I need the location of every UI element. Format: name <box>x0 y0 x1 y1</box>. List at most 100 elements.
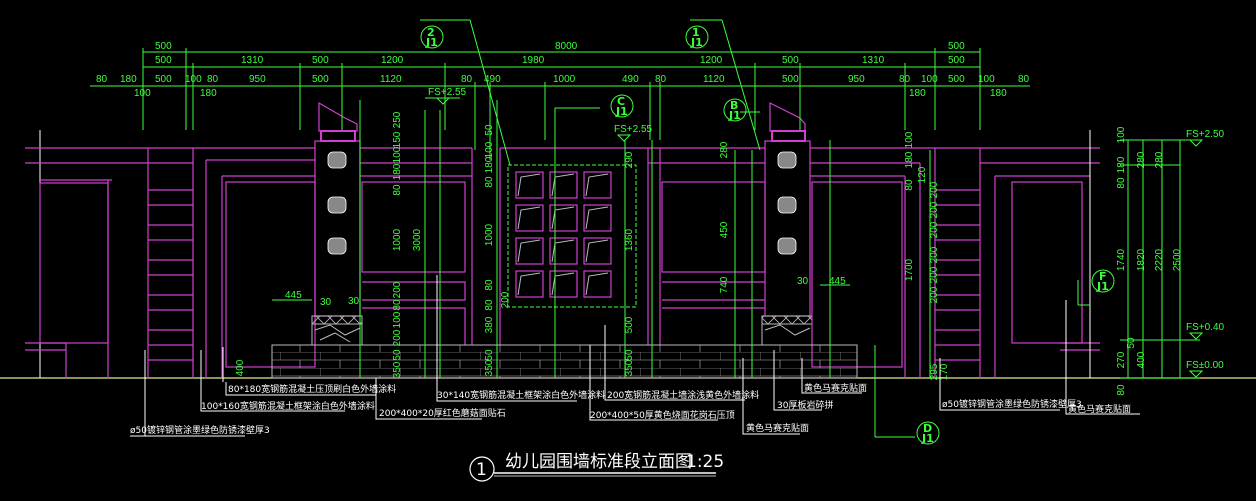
vertical-dimension: 80 <box>392 184 403 196</box>
note-9: 30厚板岩碎拼 <box>777 399 833 411</box>
svg-text:J1: J1 <box>615 105 628 118</box>
window-pane <box>583 171 612 199</box>
svg-text:100: 100 <box>134 88 151 99</box>
left-inner-panel <box>360 147 501 345</box>
vertical-dimension: 450 <box>719 221 730 238</box>
svg-text:500: 500 <box>312 74 329 85</box>
vertical-dimension: 180 <box>392 163 403 180</box>
note-4: 200*400*20厚红色蘑菇面贴石 <box>379 407 506 419</box>
vertical-dimension: 200 <box>500 291 511 308</box>
vertical-dimension: 170 <box>939 363 950 380</box>
svg-text:80: 80 <box>899 74 911 85</box>
svg-text:1980: 1980 <box>522 55 545 66</box>
vertical-dimension: 290 <box>624 151 635 168</box>
svg-text:80: 80 <box>655 74 667 85</box>
svg-text:30: 30 <box>797 276 809 287</box>
svg-text:1000: 1000 <box>553 74 576 85</box>
svg-text:500: 500 <box>155 41 172 52</box>
vertical-dimension: 500 <box>624 316 635 333</box>
svg-text:FS+0.40: FS+0.40 <box>1186 322 1225 333</box>
svg-text:J1: J1 <box>921 432 934 445</box>
vertical-dimension: 350 <box>484 359 495 376</box>
svg-text:80: 80 <box>96 74 108 85</box>
section-callout-2: 2J1 <box>420 25 444 49</box>
vertical-dimension: 350 <box>392 361 403 378</box>
right-frame-panel <box>810 130 1100 378</box>
vertical-dimension: 280 <box>719 141 730 158</box>
vertical-dimension: 200 <box>929 246 940 263</box>
svg-text:J1: J1 <box>690 36 703 49</box>
svg-text:490: 490 <box>622 74 639 85</box>
vertical-dimension: 2500 <box>1172 248 1183 271</box>
vertical-dimension: 200 <box>929 201 940 218</box>
vertical-dimension: 180 <box>1116 156 1127 173</box>
vertical-dimension: 250 <box>392 111 403 128</box>
vertical-dimension: 280 <box>1136 151 1147 168</box>
svg-text:100: 100 <box>921 74 938 85</box>
center-window-panel <box>500 147 765 345</box>
vertical-dimension: 180 <box>484 156 495 173</box>
vertical-dimension: 50 <box>1126 337 1137 349</box>
svg-text:180: 180 <box>909 88 926 99</box>
vertical-dimension: 1360 <box>624 228 635 251</box>
vertical-dimension: 80 <box>904 179 915 191</box>
svg-text:445: 445 <box>285 290 302 301</box>
svg-text:C: C <box>617 95 625 108</box>
vertical-dimension: 200 <box>392 329 403 346</box>
vertical-dimension: 1000 <box>484 223 495 246</box>
svg-text:100: 100 <box>978 74 995 85</box>
svg-text:B: B <box>730 99 738 112</box>
svg-text:500: 500 <box>948 41 965 52</box>
vertical-dimension: 80 <box>1116 177 1127 189</box>
left-pillar <box>311 101 363 346</box>
svg-text:F: F <box>1099 270 1107 283</box>
level-marks: FS+2.55 FS+2.55 FS+2.50 FS+0.40 FS±0.00 <box>425 87 1225 378</box>
vertical-dimension: 50 <box>624 349 635 361</box>
svg-text:1: 1 <box>692 26 700 39</box>
vertical-dimension: 380 <box>484 316 495 333</box>
svg-text:1310: 1310 <box>241 55 264 66</box>
svg-text:950: 950 <box>848 74 865 85</box>
svg-text:FS+2.50: FS+2.50 <box>1186 129 1225 140</box>
svg-text:FS±0.00: FS±0.00 <box>1186 360 1224 371</box>
section-callout-b: BJ1 <box>723 98 747 122</box>
vertical-dimension: 350 <box>624 359 635 376</box>
svg-text:950: 950 <box>249 74 266 85</box>
svg-text:80: 80 <box>207 74 219 85</box>
vertical-dimension: 200 <box>929 266 940 283</box>
note-3: ø50镀锌钢管涂墨绿色防锈漆壁厚3 <box>130 424 270 436</box>
section-callout-c: CJ1 <box>610 94 634 118</box>
svg-text:500: 500 <box>948 74 965 85</box>
vertical-dimension: 50 <box>392 349 403 361</box>
svg-text:30: 30 <box>348 296 360 307</box>
svg-text:1120: 1120 <box>380 74 402 85</box>
vertical-dimension: 1820 <box>1136 248 1147 271</box>
svg-text:J1: J1 <box>728 109 741 122</box>
right-inner-panel <box>661 181 766 309</box>
window-pane <box>583 237 612 265</box>
svg-text:445: 445 <box>829 276 846 287</box>
svg-text:180: 180 <box>200 88 217 99</box>
vertical-dimension: 180 <box>904 151 915 168</box>
svg-text:500: 500 <box>782 55 799 66</box>
note-6: 200宽钢筋混凝土墙涂浅黄色外墙涂料 <box>607 389 759 401</box>
svg-text:8000: 8000 <box>555 41 578 52</box>
svg-text:2: 2 <box>427 26 435 39</box>
window-pane <box>583 204 612 232</box>
vertical-dimension: 200 <box>929 221 940 238</box>
vertical-dimension: 200 <box>392 281 403 298</box>
window-pane <box>583 270 612 298</box>
left-frame-panel <box>193 147 316 378</box>
vertical-dimension: 80 <box>484 299 495 311</box>
vertical-dimension: 1740 <box>1116 248 1127 271</box>
vertical-dimension: 1000 <box>392 228 403 251</box>
vertical-dimension: 400 <box>235 359 246 376</box>
vertical-dimension: 50 <box>484 349 495 361</box>
material-notes: 80*180宽钢筋混凝土压顶刷白色外墙涂料 100*160宽钢筋混凝土框架涂白色… <box>130 382 1131 436</box>
title-text: 幼儿园围墙标准段立面图 <box>505 452 692 472</box>
vertical-dimension: 280 <box>1154 151 1165 168</box>
svg-text:180: 180 <box>990 88 1007 99</box>
svg-text:500: 500 <box>155 55 172 66</box>
drawing-number-circle <box>469 456 495 482</box>
